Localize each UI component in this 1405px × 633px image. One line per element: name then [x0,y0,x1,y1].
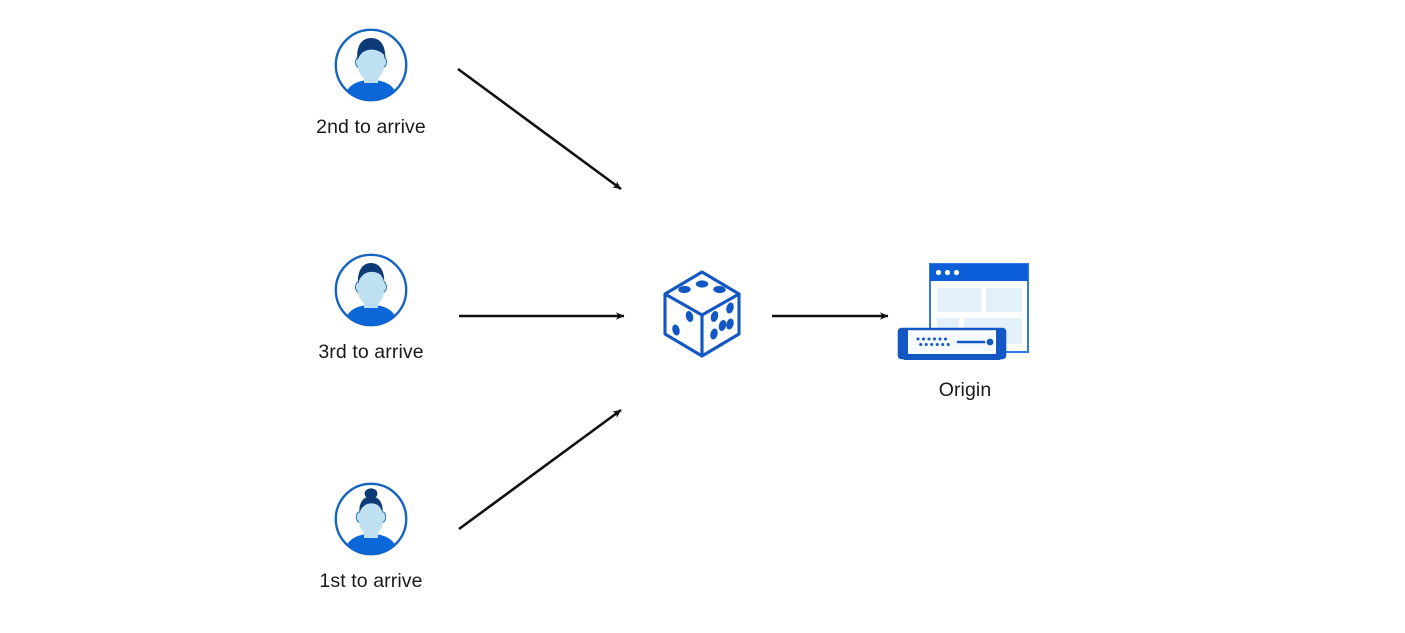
user-avatar-icon [333,481,409,557]
user-avatar-icon [333,27,409,103]
node-label-visitor-3rd: 3rd to arrive [318,341,424,363]
arrow-1st-to-dice [458,408,622,531]
node-label-visitor-2nd: 2nd to arrive [316,116,426,138]
server-appliance [897,327,1007,360]
node-label-origin: Origin [938,379,992,401]
arrow-2nd-to-dice [457,67,622,191]
node-label-visitor-1st: 1st to arrive [319,570,423,592]
origin-server-icon [896,258,1029,363]
dice-icon [659,268,745,360]
user-avatar-icon [333,252,409,328]
